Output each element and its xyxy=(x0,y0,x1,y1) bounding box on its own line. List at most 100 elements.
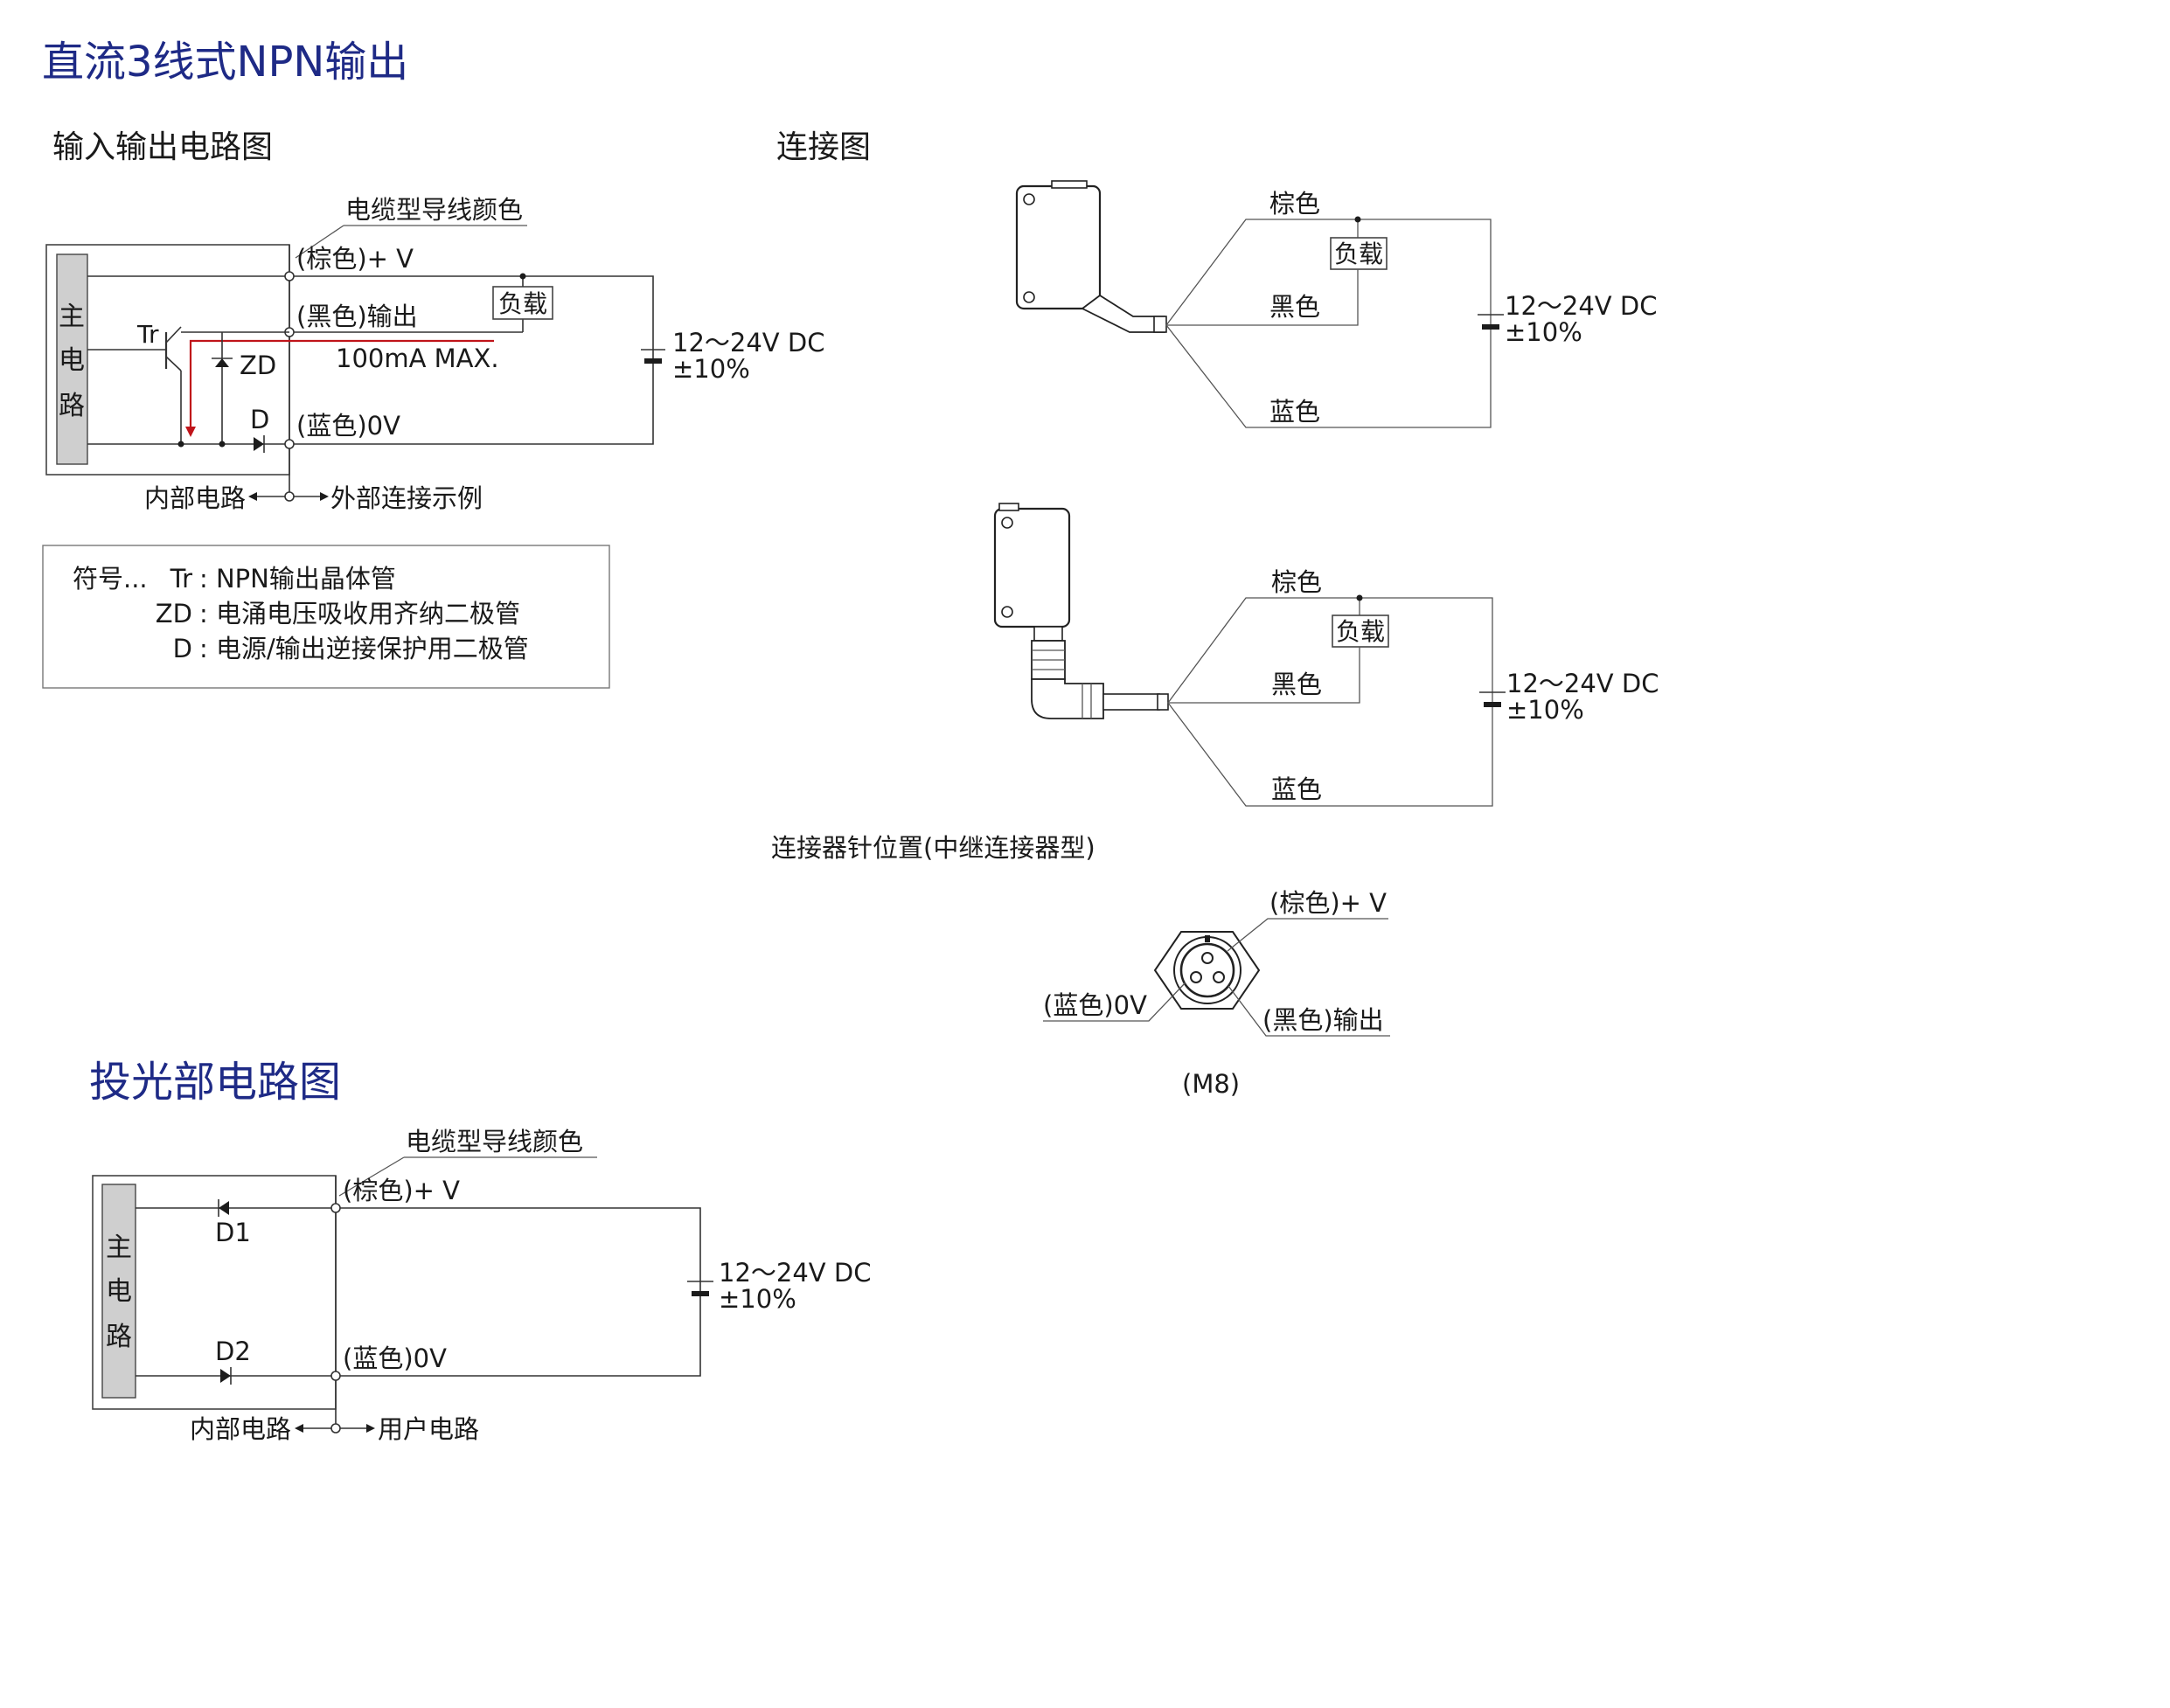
io-blue-0v: (蓝色)0V xyxy=(296,411,400,441)
io-black-out: (黑色)输出 xyxy=(296,302,418,331)
em-blue-0v: (蓝色)0V xyxy=(343,1343,447,1373)
em-main-circuit-block xyxy=(101,1184,136,1399)
io-main-char-1: 主 xyxy=(59,302,85,332)
em-brown-v: (棕色)+ V xyxy=(343,1176,460,1205)
em-arrow-right-head xyxy=(366,1424,375,1433)
cable-black-wire xyxy=(1166,278,1359,326)
io-main-char-3: 路 xyxy=(59,391,85,421)
main-title: 直流3线式NPN输出 xyxy=(42,38,408,87)
io-load-node xyxy=(519,273,526,280)
conn-black-wire xyxy=(1168,661,1360,704)
io-node-2 xyxy=(219,441,226,448)
pin-black-out: (黑色)输出 xyxy=(1262,1005,1384,1035)
io-main-circuit-block xyxy=(56,253,88,465)
cable-supply-2: ±10% xyxy=(1505,317,1582,347)
io-brown-v: (棕色)+ V xyxy=(296,244,414,274)
legend-d-desc: : 电源/输出逆接保护用二极管 xyxy=(199,634,529,663)
legend-tr-key: Tr xyxy=(170,564,192,594)
conn-elbow xyxy=(1031,678,1104,719)
cable-blue: 蓝色 xyxy=(1269,397,1320,427)
cable-end xyxy=(1153,316,1167,333)
conn-sensor-top xyxy=(998,503,1019,511)
io-current-path xyxy=(189,339,494,431)
io-boundary-node xyxy=(284,491,295,502)
conn-wire-fan xyxy=(1167,597,1493,807)
conn-load-label: 负载 xyxy=(1336,617,1385,646)
conn-supply-plate-short xyxy=(1484,702,1501,707)
pin-size: (M8) xyxy=(1182,1069,1240,1099)
cable-load-label: 负载 xyxy=(1334,240,1383,268)
io-tr-emitter xyxy=(165,356,182,371)
cable-sensor-top xyxy=(1051,180,1088,189)
io-d-label: D xyxy=(250,405,269,434)
io-wire-color-label: 电缆型导线颜色 xyxy=(345,195,523,225)
conn-sensor-screw-bottom xyxy=(1001,606,1013,618)
em-main-char-2: 电 xyxy=(106,1276,132,1307)
io-terminal-v xyxy=(284,271,295,281)
io-wire-label-leader xyxy=(295,225,344,259)
io-current-arrow xyxy=(185,427,196,437)
io-max-current: 100mA MAX. xyxy=(336,344,499,373)
legend-zd-key: ZD xyxy=(156,599,192,628)
cable-sensor-cable xyxy=(1081,294,1165,333)
pin-leader-brown xyxy=(1227,918,1388,952)
em-d2-label: D2 xyxy=(215,1337,251,1366)
conn-blue: 蓝色 xyxy=(1271,774,1322,804)
cable-load-node xyxy=(1354,216,1361,223)
io-internal-label: 内部电路 xyxy=(144,483,246,513)
em-terminal-v xyxy=(330,1203,341,1213)
em-internal-label: 内部电路 xyxy=(190,1414,291,1444)
io-tr-collector xyxy=(165,326,182,344)
io-terminal-0v xyxy=(284,439,295,449)
cable-supply-plate-short xyxy=(1482,324,1499,330)
legend: 符号... Tr : NPN输出晶体管 ZD : 电涌电压吸收用齐纳二极管 D … xyxy=(42,545,610,689)
io-arrow-left-head xyxy=(248,492,257,501)
conn-load-node xyxy=(1356,594,1363,601)
legend-tr-desc: : NPN输出晶体管 xyxy=(199,564,396,594)
em-terminal-0v xyxy=(330,1371,341,1381)
connection-title: 连接图 xyxy=(776,129,871,165)
io-tr-label: Tr xyxy=(136,320,159,349)
conn-neck xyxy=(1033,626,1063,642)
legend-d-key: D xyxy=(173,634,192,663)
em-user-label: 用户电路 xyxy=(378,1414,479,1444)
connection-cable: 负载 棕色 黑色 蓝色 12～24V DC ±10% xyxy=(1015,180,1657,428)
em-d1-label: D1 xyxy=(215,1218,251,1247)
io-circuit-title: 输入输出电路图 xyxy=(52,129,273,165)
conn-load-box xyxy=(1332,614,1389,648)
pin-brown-v: (棕色)+ V xyxy=(1269,888,1387,918)
pin-blue-0v: (蓝色)0V xyxy=(1043,990,1147,1020)
io-d-symbol xyxy=(254,437,264,451)
em-wire-label-leader xyxy=(338,1156,405,1197)
io-zd-label: ZD xyxy=(240,351,276,380)
emitter-circuit: 电缆型导线颜色 主 电 路 D1 (棕色)+ V D2 (蓝色)0V 12～24… xyxy=(92,1127,871,1444)
conn-cable xyxy=(1102,693,1160,711)
em-supply-plate-short xyxy=(692,1291,709,1296)
em-d1-symbol xyxy=(219,1201,229,1215)
cable-brown: 棕色 xyxy=(1269,189,1320,219)
conn-brown: 棕色 xyxy=(1271,567,1322,597)
em-main-char-3: 路 xyxy=(106,1322,132,1352)
em-supply-1: 12～24V DC xyxy=(719,1258,871,1288)
cable-sensor-screw-top xyxy=(1023,193,1035,205)
pin-title: 连接器针位置(中继连接器型) xyxy=(771,833,1095,863)
conn-sensor-screw-top xyxy=(1001,517,1013,529)
io-zd-symbol xyxy=(215,358,229,367)
em-main-char-1: 主 xyxy=(106,1232,132,1263)
io-node-1 xyxy=(177,441,184,448)
cable-supply-1: 12～24V DC xyxy=(1505,291,1657,321)
em-arrow-left-head xyxy=(295,1424,303,1433)
connection-connector: 负载 棕色 黑色 蓝色 12～24V DC ±10% xyxy=(993,503,1659,807)
conn-black: 黑色 xyxy=(1271,670,1322,699)
pin-leader-blue xyxy=(1043,982,1186,1022)
pin-leader-black xyxy=(1228,985,1390,1037)
pin-key xyxy=(1205,935,1210,942)
pin-1 xyxy=(1201,952,1214,964)
io-load-label: 负载 xyxy=(498,289,547,318)
cable-load-box xyxy=(1330,237,1388,270)
emitter-title: 投光部电路图 xyxy=(89,1058,341,1107)
pin-position: 连接器针位置(中继连接器型) (棕色)+ V (蓝色)0V (黑色)输出 (M8… xyxy=(771,833,1390,1099)
cable-sensor-screw-bottom xyxy=(1023,291,1035,303)
em-boundary-node xyxy=(330,1423,341,1434)
